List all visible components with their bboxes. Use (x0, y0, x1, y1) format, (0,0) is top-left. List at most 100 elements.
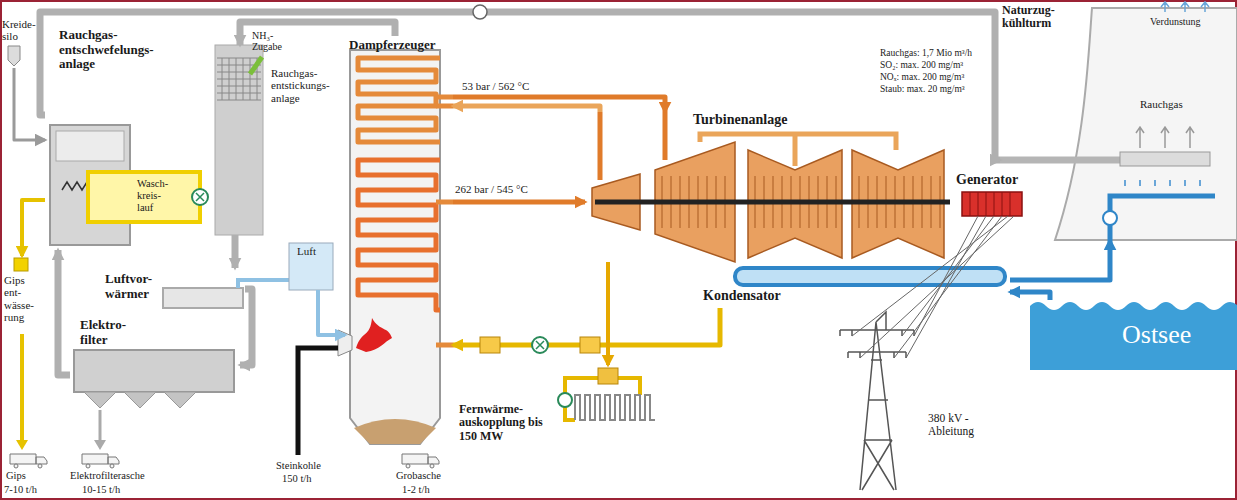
annotation-label: 1-2 t/h (402, 484, 430, 496)
unit-name: Gips ent- wässe- rung (4, 274, 42, 323)
steam-generator (354, 419, 436, 444)
feedwater-preheater (480, 337, 500, 353)
boiler-box: Dampferzeuger (345, 36, 453, 446)
steam-generator (436, 97, 453, 345)
pipe-connector (240, 289, 252, 365)
pipe-connector (1010, 292, 1050, 300)
unit-box: Luftvor- wärmer (103, 268, 245, 310)
steam-generator (358, 160, 440, 310)
denox-tower (250, 57, 262, 74)
denox-tower (215, 45, 263, 235)
denox-tower (229, 58, 230, 100)
loop-box: Wasch- kreis- lauf (135, 176, 179, 220)
pipe-connector (1010, 240, 1110, 280)
electrostatic-filter (74, 350, 234, 450)
unit-box: Elektro- filter (70, 318, 240, 410)
denox-tower (217, 58, 261, 59)
truck-icons (14, 464, 18, 468)
annotation-label: 150 t/h (282, 473, 311, 485)
district-heating (575, 395, 655, 420)
power-pylon (840, 216, 1014, 490)
truck-icons (406, 464, 410, 468)
feedwater-preheater (536, 341, 544, 349)
air-preheater (163, 280, 289, 308)
cooling-tower (1000, 157, 1120, 164)
truck-icons (82, 454, 119, 464)
pipe-connector (606, 262, 610, 365)
chalk-silo (8, 46, 20, 66)
annotation-label: Steinkohle (276, 460, 321, 472)
denox-tower (217, 79, 261, 80)
cooling-tower (1120, 152, 1210, 166)
unit-name: Ostsee (1122, 320, 1191, 349)
cooling-tower (1110, 196, 1215, 240)
silo-box: Kreide- silo (0, 18, 38, 68)
power-pylon (860, 322, 896, 490)
denox-tower (217, 100, 261, 101)
annotation-label: SO₂: max. 200 mg/m³ (880, 60, 963, 71)
annotation-label: 53 bar / 562 °C (462, 80, 529, 92)
district-heating (558, 393, 572, 407)
truck-icons (38, 464, 42, 468)
unit-name: Fernwärme- auskopplung bis 150 MW (459, 403, 554, 443)
condenser-box: Kondensator (695, 268, 1010, 308)
unit-name: Turbinenanlage (693, 112, 787, 128)
annotation-label: NH₃- Zugabe (252, 30, 290, 52)
generator (962, 192, 1022, 216)
truck-icons (10, 454, 47, 464)
electrostatic-filter (94, 440, 106, 450)
unit-name: Rauchgas- entschwefelungs- anlage (59, 28, 177, 72)
steam-generator (298, 348, 338, 455)
air-intake (289, 243, 333, 290)
air-preheater (163, 288, 243, 308)
connector-layer (14, 12, 1110, 375)
steam-generator (350, 50, 440, 444)
pipe-fan (473, 5, 487, 19)
steam-generator (356, 318, 392, 352)
pipe-connector (22, 200, 45, 256)
steam-generator (298, 50, 453, 455)
unit-name: Rauchgas- entstickungs- anlage (271, 67, 339, 104)
unit-note: Verdunstung (1150, 16, 1201, 27)
pipe-fan (473, 5, 487, 19)
denox-tower (250, 58, 251, 100)
gypsum-dewatering (20, 334, 24, 446)
tower-box: Naturzug- kühlturmVerdunstungRauchgas (1000, 2, 1237, 240)
desulphurisation-unit (50, 125, 208, 245)
truck-icons (110, 464, 114, 468)
cooling-tower (1055, 8, 1237, 240)
steam-generator (358, 58, 440, 310)
cooling-tower (1125, 180, 1200, 186)
pipe-connector (58, 250, 70, 375)
pipe-connector (318, 290, 345, 335)
unit-name: Wasch- kreis- lauf (137, 178, 177, 213)
denox-tower (217, 93, 261, 94)
annotation-label: 10-15 t/h (82, 484, 120, 496)
desulphurisation-unit (88, 172, 200, 222)
unit-box: Wasch- kreis- lauf Rauchgas- entschwefelu… (45, 26, 180, 250)
power-pylon (852, 216, 1014, 358)
cooling-tower (1103, 211, 1117, 225)
baltic-sea (1030, 302, 1237, 370)
unit-name: Naturzug- kühlturm (1002, 4, 1084, 31)
pipe-connector (232, 235, 239, 268)
annotation-label: 7-10 t/h (4, 484, 37, 496)
denox-tower (236, 58, 237, 100)
annotation-label: Elektrofilterasche (70, 470, 145, 482)
denox-tower (217, 58, 261, 100)
desulphurisation-unit (192, 189, 208, 205)
annotation-label: Grobasche (396, 470, 441, 482)
district-heating (598, 368, 618, 384)
unit-name: Kondensator (703, 288, 781, 304)
air-box: Luft (287, 243, 335, 290)
district-heating (575, 395, 655, 420)
chalk-silo (8, 46, 20, 66)
pipe-connector (453, 200, 585, 205)
feedwater-preheater (532, 337, 548, 353)
electrostatic-filter (74, 350, 234, 392)
annotation-label: 380 kV - Ableitung (928, 412, 992, 438)
